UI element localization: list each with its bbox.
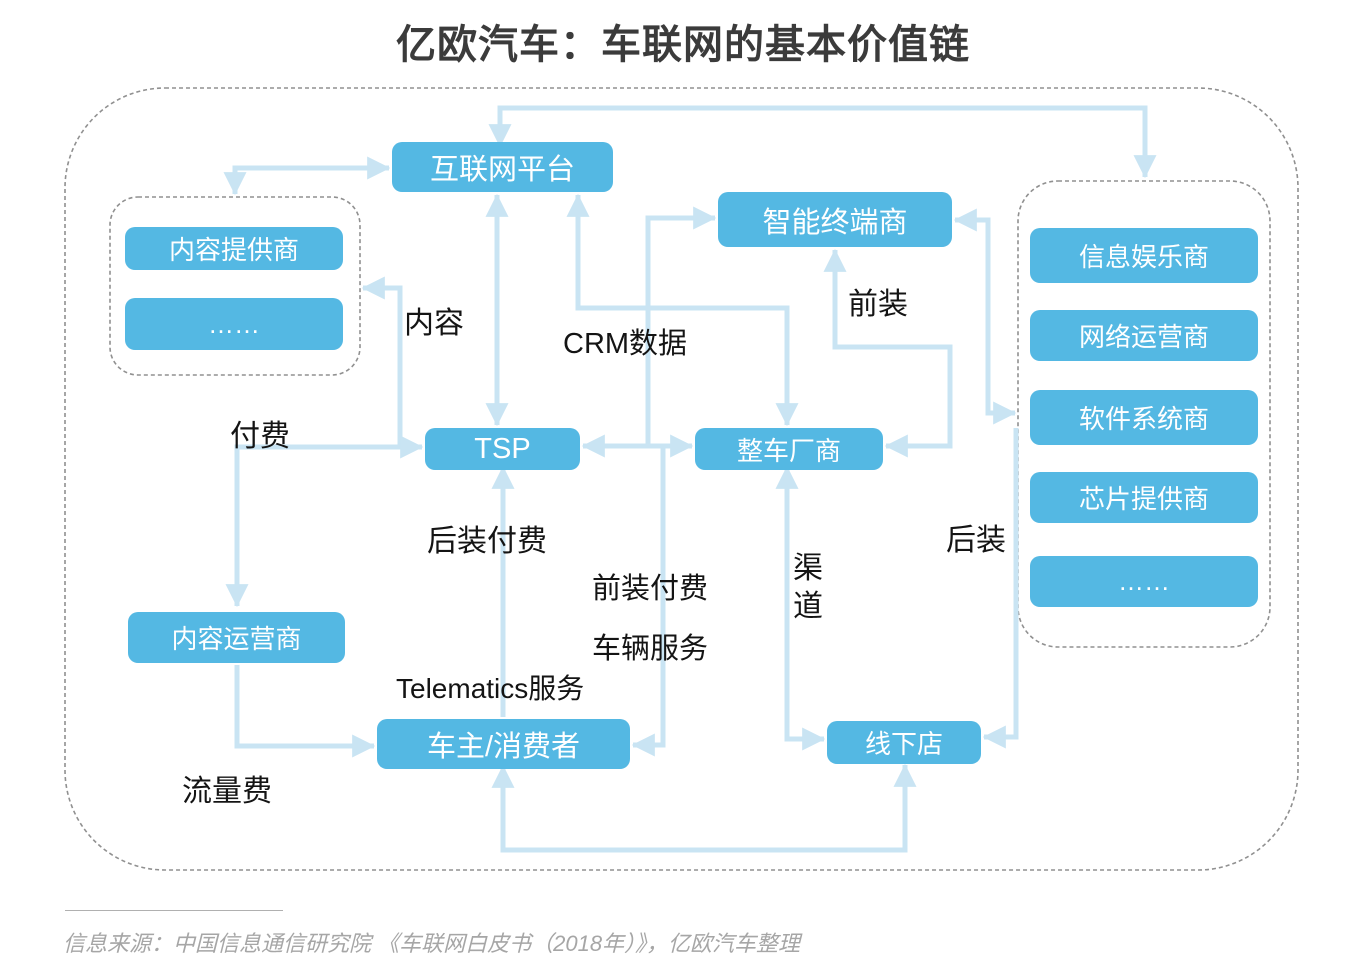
node-consumer: 车主/消费者 xyxy=(377,719,630,769)
label-content: 内容 xyxy=(404,307,464,340)
outer-boundary-box xyxy=(64,87,1299,871)
node-infotainment: 信息娱乐商 xyxy=(1030,228,1258,283)
component-supplier-group-box xyxy=(1017,180,1271,648)
node-smart-terminal: 智能终端商 xyxy=(718,192,952,247)
node-content-operator: 内容运营商 xyxy=(128,612,345,663)
page-title: 亿欧汽车：车联网的基本价值链 xyxy=(396,23,970,67)
label-pay: 付费 xyxy=(230,420,290,453)
node-tsp: TSP xyxy=(425,428,580,470)
label-crm-data: CRM数据 xyxy=(563,328,688,360)
label-aftermarket-pay: 后装付费 xyxy=(427,525,547,558)
label-data-fee: 流量费 xyxy=(182,775,272,808)
edge-internet-platform-to-supplier-group-top xyxy=(488,105,1157,179)
node-components-more: …… xyxy=(1030,556,1258,607)
edge-to-smart-terminal-left xyxy=(645,206,717,446)
node-chip-provider: 芯片提供商 xyxy=(1030,472,1258,523)
edge-aftermarket-to-offline-store xyxy=(982,428,1019,749)
label-vehicle-service: 车辆服务 xyxy=(592,633,709,665)
edge-pay-tsp-and-content-operator xyxy=(225,435,424,608)
edge-data-fee-to-consumer xyxy=(234,665,376,758)
edge-crm-data-oem-internet-platform xyxy=(566,193,799,427)
label-aftermarket: 后装 xyxy=(946,524,1006,557)
node-content-provider-more: …… xyxy=(125,298,343,350)
edge-channel-oem-offline-store xyxy=(775,465,826,751)
label-front-install-pay: 前装付费 xyxy=(592,573,709,605)
node-offline-store: 线下店 xyxy=(827,721,981,764)
node-network-operator: 网络运营商 xyxy=(1030,310,1258,361)
edge-consumer-offline-store-bottom xyxy=(491,763,917,853)
footer-divider xyxy=(65,910,283,911)
source-note: 信息来源：中国信息通信研究院 《车联网白皮书（2018年）》，亿欧汽车整理 xyxy=(63,931,801,956)
node-software-vendor: 软件系统商 xyxy=(1030,390,1258,445)
edge-content-to-content-provider-group xyxy=(361,276,403,445)
edge-front-install-oem-smart-terminal xyxy=(823,248,953,458)
node-oem: 整车厂商 xyxy=(695,428,883,470)
label-front-install: 前装 xyxy=(848,288,908,321)
label-channel: 渠道 xyxy=(793,552,823,623)
edge-smart-terminal-supplier-group xyxy=(953,208,1017,425)
edge-content-group-to-internet-platform xyxy=(223,156,391,196)
label-telematics-service: Telematics服务 xyxy=(396,673,585,704)
node-internet-platform: 互联网平台 xyxy=(392,142,613,192)
edge-services-to-consumer xyxy=(631,446,666,757)
content-provider-group-box xyxy=(109,196,361,376)
node-content-provider: 内容提供商 xyxy=(125,227,343,270)
